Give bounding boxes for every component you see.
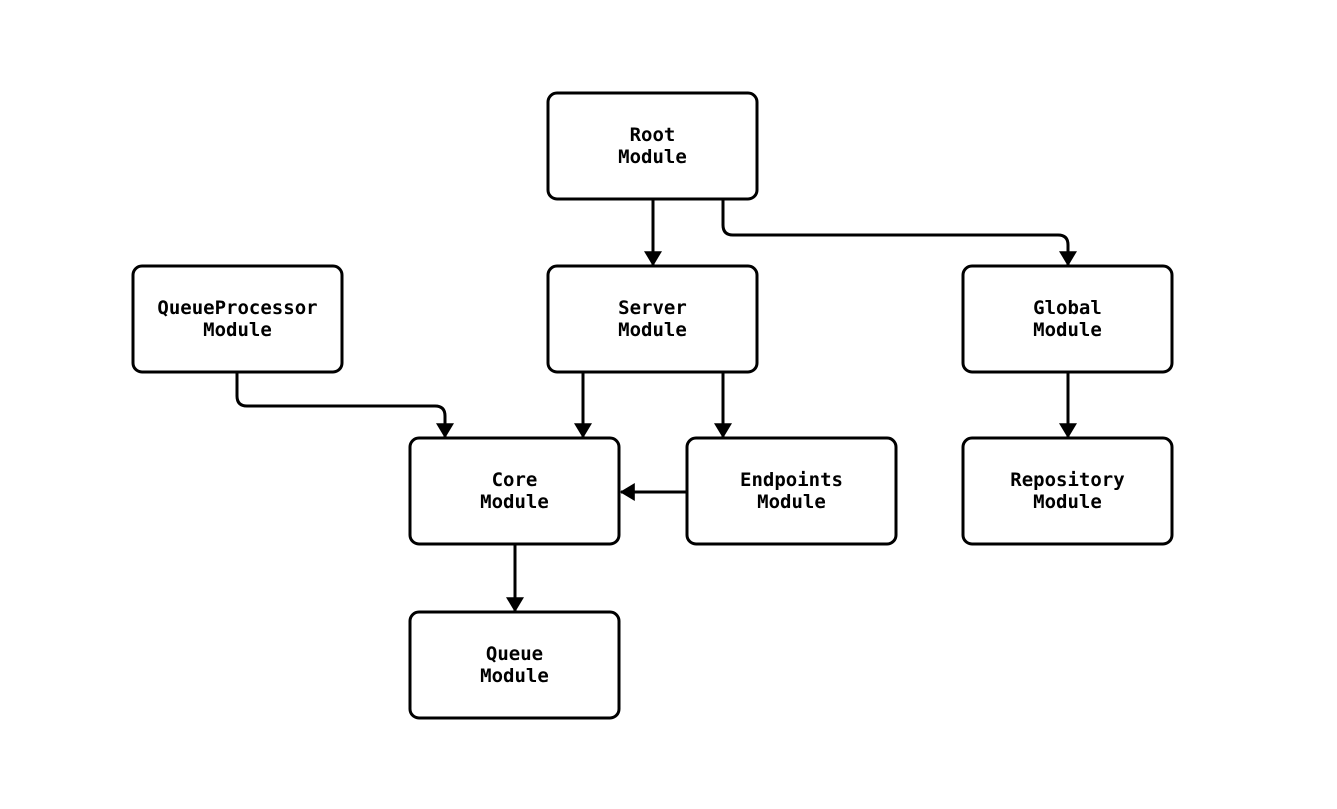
node-label-line: Module (480, 665, 549, 687)
node-box (546, 91, 759, 201)
node-label-line: Module (618, 146, 687, 168)
node-label-line: Module (203, 319, 272, 341)
node-box (961, 436, 1174, 546)
node-box (131, 264, 344, 374)
node-label-line: Queue (486, 643, 543, 665)
edge-root-to-global (721, 199, 1077, 267)
node-label-line: Module (1033, 319, 1102, 341)
node-box (961, 264, 1174, 374)
node-label-line: Repository (1010, 469, 1124, 491)
node-box (408, 436, 621, 546)
node-label-line: Module (757, 491, 826, 513)
node-box (408, 610, 621, 720)
node-label-line: Server (618, 297, 687, 319)
edge-queueprocessor-to-core (235, 372, 454, 439)
node-label-line: Root (630, 124, 676, 146)
node-label-line: Module (480, 491, 549, 513)
node-label-line: Endpoints (740, 469, 843, 491)
node-label-line: Module (1033, 491, 1102, 513)
node-box (546, 264, 759, 374)
node-label-line: Global (1033, 297, 1102, 319)
node-label-line: Core (492, 469, 538, 491)
node-label-line: Module (618, 319, 687, 341)
node-box (685, 436, 898, 546)
node-label-line: QueueProcessor (157, 297, 317, 319)
